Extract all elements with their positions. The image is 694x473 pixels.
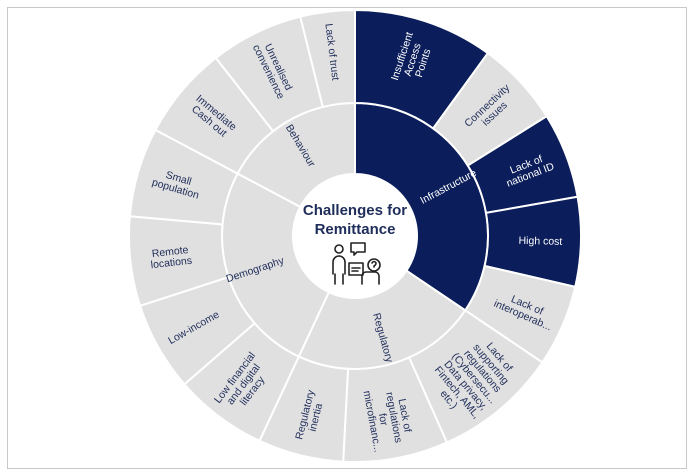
subsector-label-3: High cost <box>518 235 562 248</box>
subsector-14 <box>299 8 356 109</box>
center-circle <box>293 174 417 298</box>
center-title-line-2: Remittance <box>315 221 396 238</box>
subsector-label-10: Remotelocations <box>149 244 193 272</box>
people-discussion-icon <box>332 242 381 285</box>
center-title-line-1: Challenges for <box>303 202 407 219</box>
center-hub: Challenges for Remittance <box>293 174 417 298</box>
